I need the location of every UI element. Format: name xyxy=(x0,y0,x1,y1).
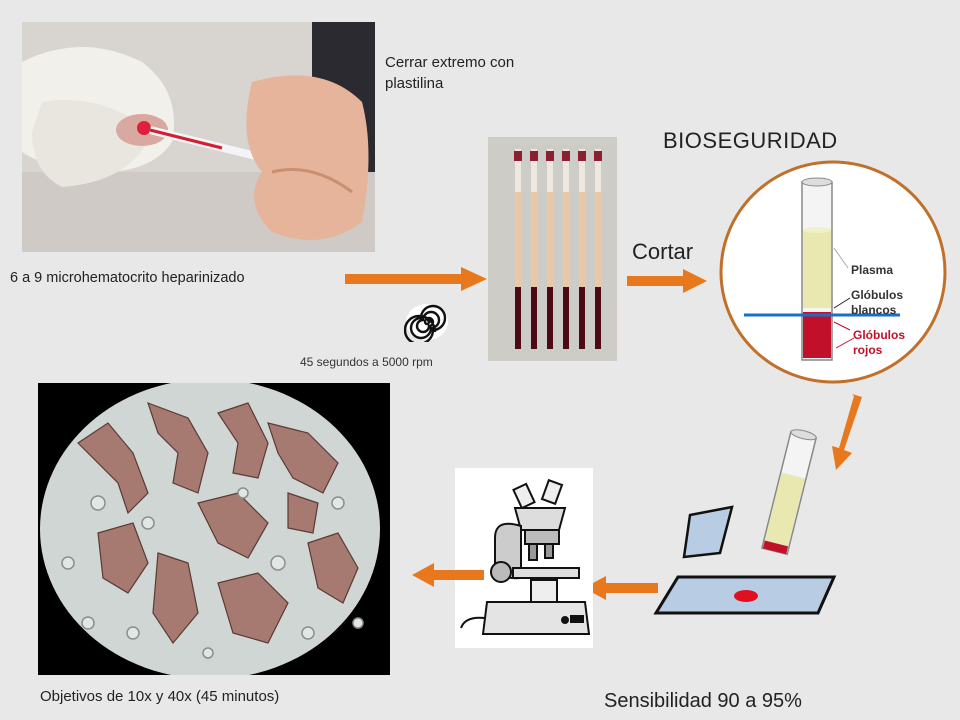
centrifuge-spiral-icon xyxy=(404,304,448,342)
objectives-caption: Objetivos de 10x y 40x (45 minutos) xyxy=(40,688,280,705)
arrow-down xyxy=(832,394,862,470)
capillary-tubes-photo xyxy=(488,137,617,361)
centrifuge-caption: 45 segundos a 5000 rpm xyxy=(300,355,433,369)
arrow-left-2 xyxy=(412,563,484,587)
close-end-caption: Cerrar extremo con plastilina xyxy=(385,54,515,92)
red-cells-label-1: Glóbulos xyxy=(853,328,905,342)
biosafety-title: BIOSEGURIDAD xyxy=(663,128,838,153)
hematocrit-tube-diagram: Plasma Glóbulos blancos Glóbulos rojos xyxy=(718,160,948,385)
red-cells-label-2: rojos xyxy=(853,343,883,357)
finger-prick-photo xyxy=(22,22,375,252)
slide-drop-illustration xyxy=(650,425,840,615)
plasma-label: Plasma xyxy=(851,263,894,277)
arrow-left-1 xyxy=(584,576,658,600)
sensitivity-caption: Sensibilidad 90 a 95% xyxy=(604,690,802,712)
tubes-count-caption: 6 a 9 microhematocrito heparinizado xyxy=(10,270,245,286)
cut-label: Cortar xyxy=(632,239,694,264)
white-cells-label-2: blancos xyxy=(851,303,897,317)
white-cells-label-1: Glóbulos xyxy=(851,288,903,302)
microscope-illustration xyxy=(455,468,593,648)
arrow-right-1 xyxy=(345,267,487,291)
blood-smear-microscope-view xyxy=(38,383,390,675)
arrow-right-2 xyxy=(627,269,707,293)
